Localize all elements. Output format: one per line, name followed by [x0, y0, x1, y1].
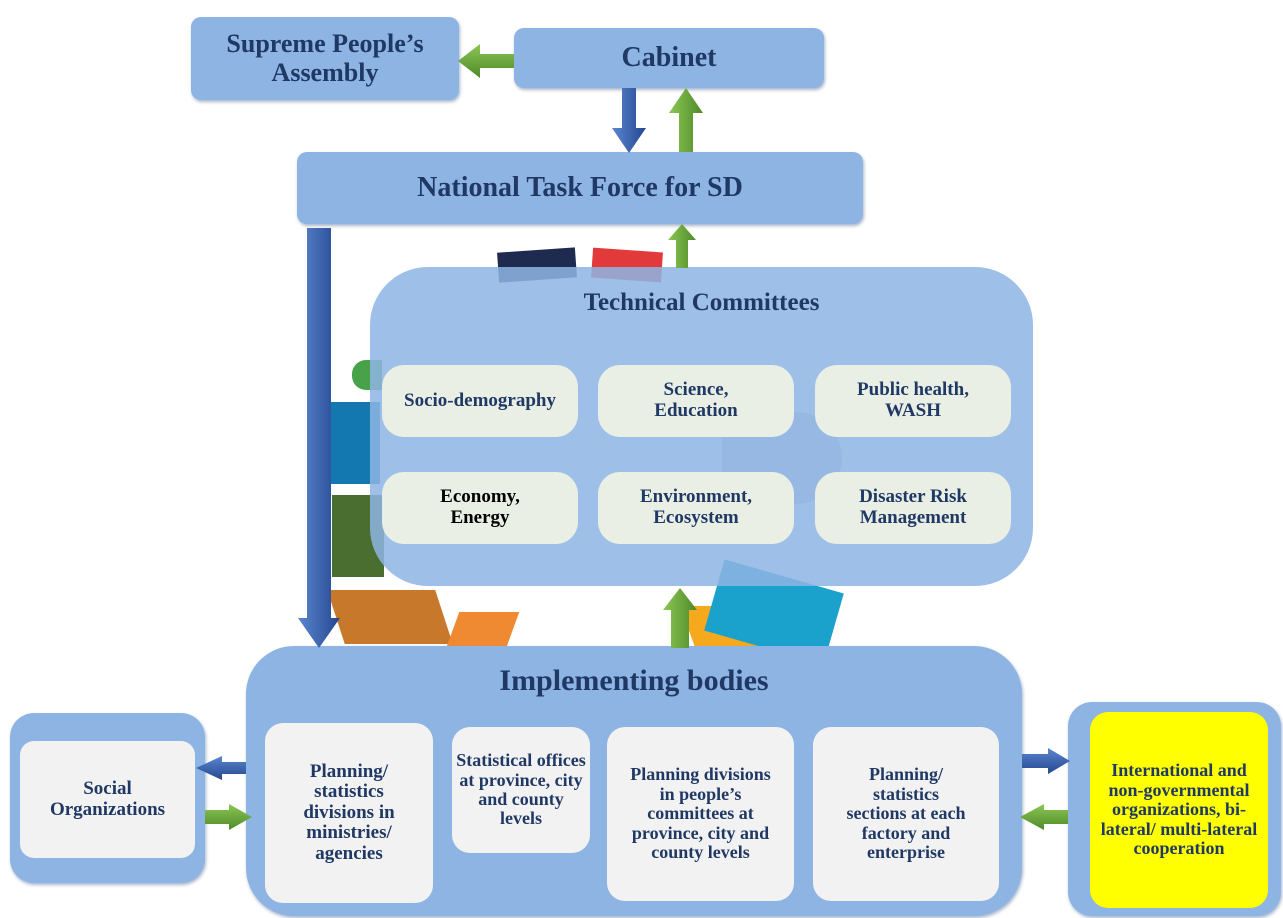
committee-science-education-label: Science, Education: [654, 379, 738, 421]
international-organizations-box: International and non-governmental organ…: [1090, 712, 1268, 908]
arrow-taskforce-to-cabinet: [669, 88, 703, 152]
committee-disaster-risk-management-label: Disaster Risk Management: [859, 486, 967, 528]
implementing-bodies-title: Implementing bodies: [499, 664, 769, 697]
committee-public-health-wash-label: Public health, WASH: [857, 379, 969, 421]
impl-planning-peoples-committees: Planning divisions in people’s committee…: [607, 727, 794, 901]
impl-statistical-offices-label: Statistical offices at province, city an…: [456, 750, 586, 829]
committee-socio-demography: Socio-demography: [382, 365, 578, 437]
committee-environment-ecosystem-label: Environment, Ecosystem: [639, 486, 753, 528]
arrow-social-to-implementing: [205, 804, 252, 830]
committee-economy-energy-label: Economy, Energy: [440, 486, 520, 528]
committee-public-health-wash: Public health, WASH: [815, 365, 1011, 437]
supreme-peoples-assembly-label: Supreme People’s Assembly: [226, 29, 424, 87]
cabinet-box: Cabinet: [514, 28, 824, 88]
arrow-implementing-to-international: [1022, 748, 1070, 774]
technical-committees-title: Technical Committees: [583, 289, 820, 316]
wheel-segment-brown: [327, 590, 453, 644]
impl-planning-statistics-ministries-label: Planning/ statistics divisions in minist…: [303, 760, 395, 864]
social-organizations-label: Social Organizations: [49, 777, 166, 820]
supreme-peoples-assembly-box: Supreme People’s Assembly: [191, 17, 459, 100]
arrow-technical-to-taskforce: [668, 224, 696, 268]
impl-planning-factory-enterprise: Planning/ statistics sections at each fa…: [813, 727, 999, 901]
impl-planning-statistics-ministries: Planning/ statistics divisions in minist…: [265, 723, 433, 903]
committee-science-education: Science, Education: [598, 365, 794, 437]
committee-environment-ecosystem: Environment, Ecosystem: [598, 472, 794, 544]
impl-planning-peoples-committees-label: Planning divisions in people’s committee…: [630, 764, 771, 863]
national-task-force-box: National Task Force for SD: [297, 152, 863, 224]
cabinet-label: Cabinet: [621, 42, 717, 73]
arrow-cabinet-to-assembly: [458, 44, 514, 78]
impl-planning-factory-enterprise-label: Planning/ statistics sections at each fa…: [846, 764, 966, 863]
national-task-force-label: National Task Force for SD: [417, 172, 743, 203]
committee-socio-demography-label: Socio-demography: [404, 389, 556, 411]
social-organizations-box: Social Organizations: [20, 741, 195, 858]
committee-economy-energy: Economy, Energy: [382, 472, 578, 544]
impl-statistical-offices: Statistical offices at province, city an…: [452, 727, 590, 853]
arrow-international-to-implementing: [1020, 804, 1068, 830]
arrow-cabinet-to-taskforce: [612, 88, 646, 153]
committee-disaster-risk-management: Disaster Risk Management: [815, 472, 1011, 544]
international-organizations-label: International and non-governmental organ…: [1100, 760, 1258, 859]
